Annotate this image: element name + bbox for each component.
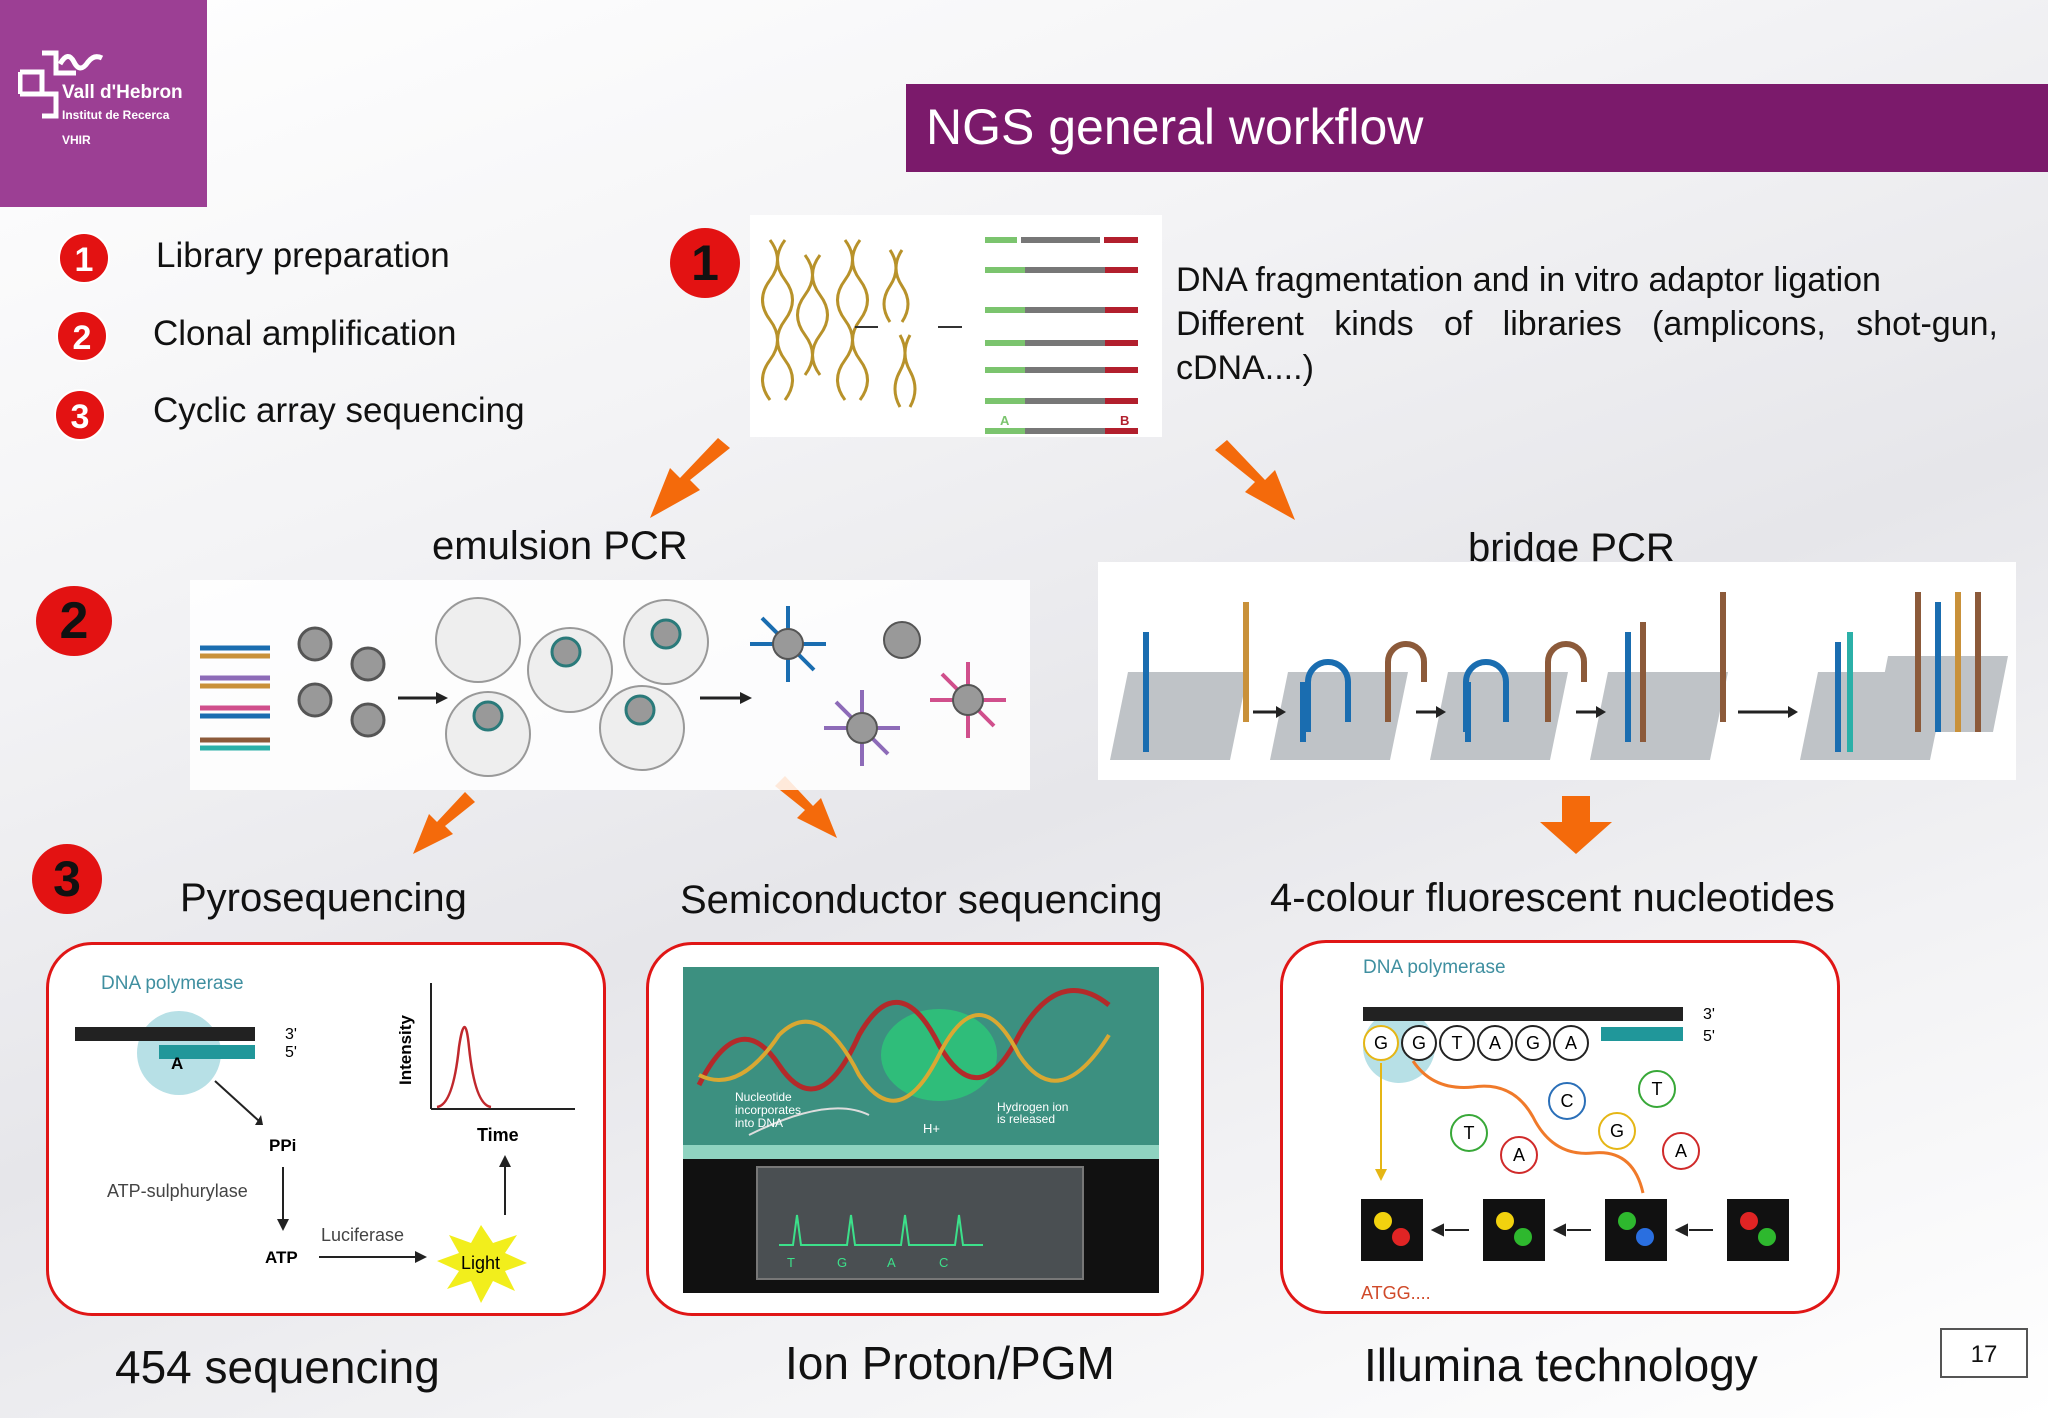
illumina-dna-polymerase-label: DNA polymerase bbox=[1363, 957, 1506, 978]
pyro-heading: Pyrosequencing bbox=[180, 876, 467, 920]
cross-logo-icon bbox=[18, 50, 104, 119]
page-number: 17 bbox=[1940, 1328, 2028, 1378]
library-prep-figure: A B bbox=[750, 215, 1162, 437]
adaptor-a-label: A bbox=[1000, 413, 1010, 428]
strand-base-1: G bbox=[1374, 1033, 1388, 1053]
section-1-desc-3: cDNA....) bbox=[1176, 349, 1314, 387]
logo-line-3: VHIR bbox=[62, 133, 91, 147]
light-label: Light bbox=[461, 1253, 500, 1273]
arrow-to-pyro-icon bbox=[413, 792, 475, 854]
illumina-diagram-icon: DNA polymerase 3' 5' G G T A G A C T T G… bbox=[1361, 957, 1789, 1303]
pyrosequencing-panel: DNA polymerase 3' 5' A PPi ATP-sulphuryl… bbox=[46, 942, 606, 1316]
luciferase-label: Luciferase bbox=[321, 1225, 404, 1245]
nucleotide-label-3: into DNA bbox=[735, 1116, 783, 1130]
time-axis-label: Time bbox=[477, 1125, 519, 1145]
platform-ion-proton: Ion Proton/PGM bbox=[785, 1337, 1115, 1389]
logo-line-1: Vall d'Hebron bbox=[62, 82, 183, 103]
arrow-to-illumina-icon bbox=[1540, 796, 1612, 854]
ppi-label: PPi bbox=[269, 1136, 296, 1155]
hydrogen-label-1: Hydrogen ion bbox=[997, 1100, 1068, 1114]
nucleotide-label-1: Nucleotide bbox=[735, 1090, 792, 1104]
section-3-badge: 3 bbox=[32, 844, 102, 914]
semi-heading: Semiconductor sequencing bbox=[680, 878, 1163, 922]
step-label-3: Cyclic array sequencing bbox=[153, 391, 525, 430]
illumina-5-end: 5' bbox=[1703, 1028, 1715, 1045]
intensity-axis-label: Intensity bbox=[396, 1015, 415, 1085]
step-badge-3: 3 bbox=[54, 389, 106, 441]
pyrosequencing-diagram-icon: DNA polymerase 3' 5' A PPi ATP-sulphuryl… bbox=[75, 973, 575, 1303]
h-ion-label: H+ bbox=[923, 1121, 940, 1136]
arrow-to-emulsion-icon bbox=[650, 438, 730, 518]
trace-letter-t: T bbox=[787, 1255, 795, 1270]
step-label-1: Library preparation bbox=[156, 236, 450, 275]
trace-letter-g: G bbox=[837, 1255, 847, 1270]
adaptor-b-label: B bbox=[1120, 413, 1129, 428]
platform-illumina: Illumina technology bbox=[1364, 1339, 1758, 1391]
illumina-panel: DNA polymerase 3' 5' G G T A G A C T T G… bbox=[1280, 940, 1840, 1314]
title-bar: NGS general workflow bbox=[906, 84, 2048, 172]
vhir-logo: Vall d'Hebron Institut de Recerca VHIR bbox=[0, 0, 207, 207]
free-nucleotide-t2: T bbox=[1464, 1123, 1475, 1143]
hydrogen-label-2: is released bbox=[997, 1112, 1055, 1126]
read-sequence: ATGG.... bbox=[1361, 1283, 1431, 1303]
section-2-badge: 2 bbox=[36, 586, 112, 656]
strand-base-5: G bbox=[1526, 1033, 1540, 1053]
free-nucleotide-a1: A bbox=[1513, 1145, 1525, 1165]
section-1-desc-2: Different kinds of libraries (amplicons,… bbox=[1176, 305, 1998, 343]
logo-line-2: Institut de Recerca bbox=[62, 108, 170, 122]
arrow-to-semi-icon bbox=[775, 776, 837, 838]
illumina-3-end: 3' bbox=[1703, 1006, 1715, 1023]
strand-base-6: A bbox=[1565, 1033, 1577, 1053]
ion-chip-diagram-icon: Nucleotide incorporates into DNA Hydroge… bbox=[683, 967, 1159, 1293]
free-nucleotide-t1: T bbox=[1652, 1079, 1663, 1099]
pyro-dna-polymerase-label: DNA polymerase bbox=[101, 973, 244, 994]
trace-letter-a: A bbox=[887, 1255, 896, 1270]
dna-fragmentation-icon: A B bbox=[761, 237, 1138, 434]
section-1-badge: 1 bbox=[670, 228, 740, 298]
arrow-to-bridge-icon bbox=[1215, 440, 1295, 520]
platform-454: 454 sequencing bbox=[115, 1341, 440, 1393]
trace-letter-c: C bbox=[939, 1255, 948, 1270]
atp-sulphurylase-label: ATP-sulphurylase bbox=[107, 1181, 248, 1201]
step-badge-2: 2 bbox=[56, 310, 108, 362]
free-nucleotide-g: G bbox=[1610, 1121, 1624, 1141]
illumina-heading: 4-colour fluorescent nucleotides bbox=[1270, 876, 1835, 920]
step-label-2: Clonal amplification bbox=[153, 314, 457, 353]
strand-base-4: A bbox=[1489, 1033, 1501, 1053]
pyro-5-end: 5' bbox=[285, 1044, 297, 1061]
bridge-flowcell-icon bbox=[1110, 592, 2008, 760]
emulsion-pcr-label: emulsion PCR bbox=[432, 524, 688, 568]
free-nucleotide-c: C bbox=[1561, 1091, 1574, 1111]
strand-base-3: T bbox=[1452, 1033, 1463, 1053]
strand-base-2: G bbox=[1412, 1033, 1426, 1053]
atp-label: ATP bbox=[265, 1248, 298, 1267]
step-badge-1: 1 bbox=[58, 232, 110, 284]
bridge-pcr-figure bbox=[1098, 562, 2016, 780]
emulsion-beads-icon bbox=[200, 597, 1006, 777]
pyro-3-end: 3' bbox=[285, 1026, 297, 1043]
slide-title: NGS general workflow bbox=[926, 99, 1424, 155]
nucleotide-label-2: incorporates bbox=[735, 1103, 801, 1117]
pyro-base-label: A bbox=[171, 1054, 183, 1073]
semiconductor-panel: Nucleotide incorporates into DNA Hydroge… bbox=[646, 942, 1204, 1316]
emulsion-pcr-figure bbox=[190, 580, 1030, 790]
free-nucleotide-a2: A bbox=[1675, 1141, 1687, 1161]
section-1-desc-1: DNA fragmentation and in vitro adaptor l… bbox=[1176, 261, 1881, 299]
